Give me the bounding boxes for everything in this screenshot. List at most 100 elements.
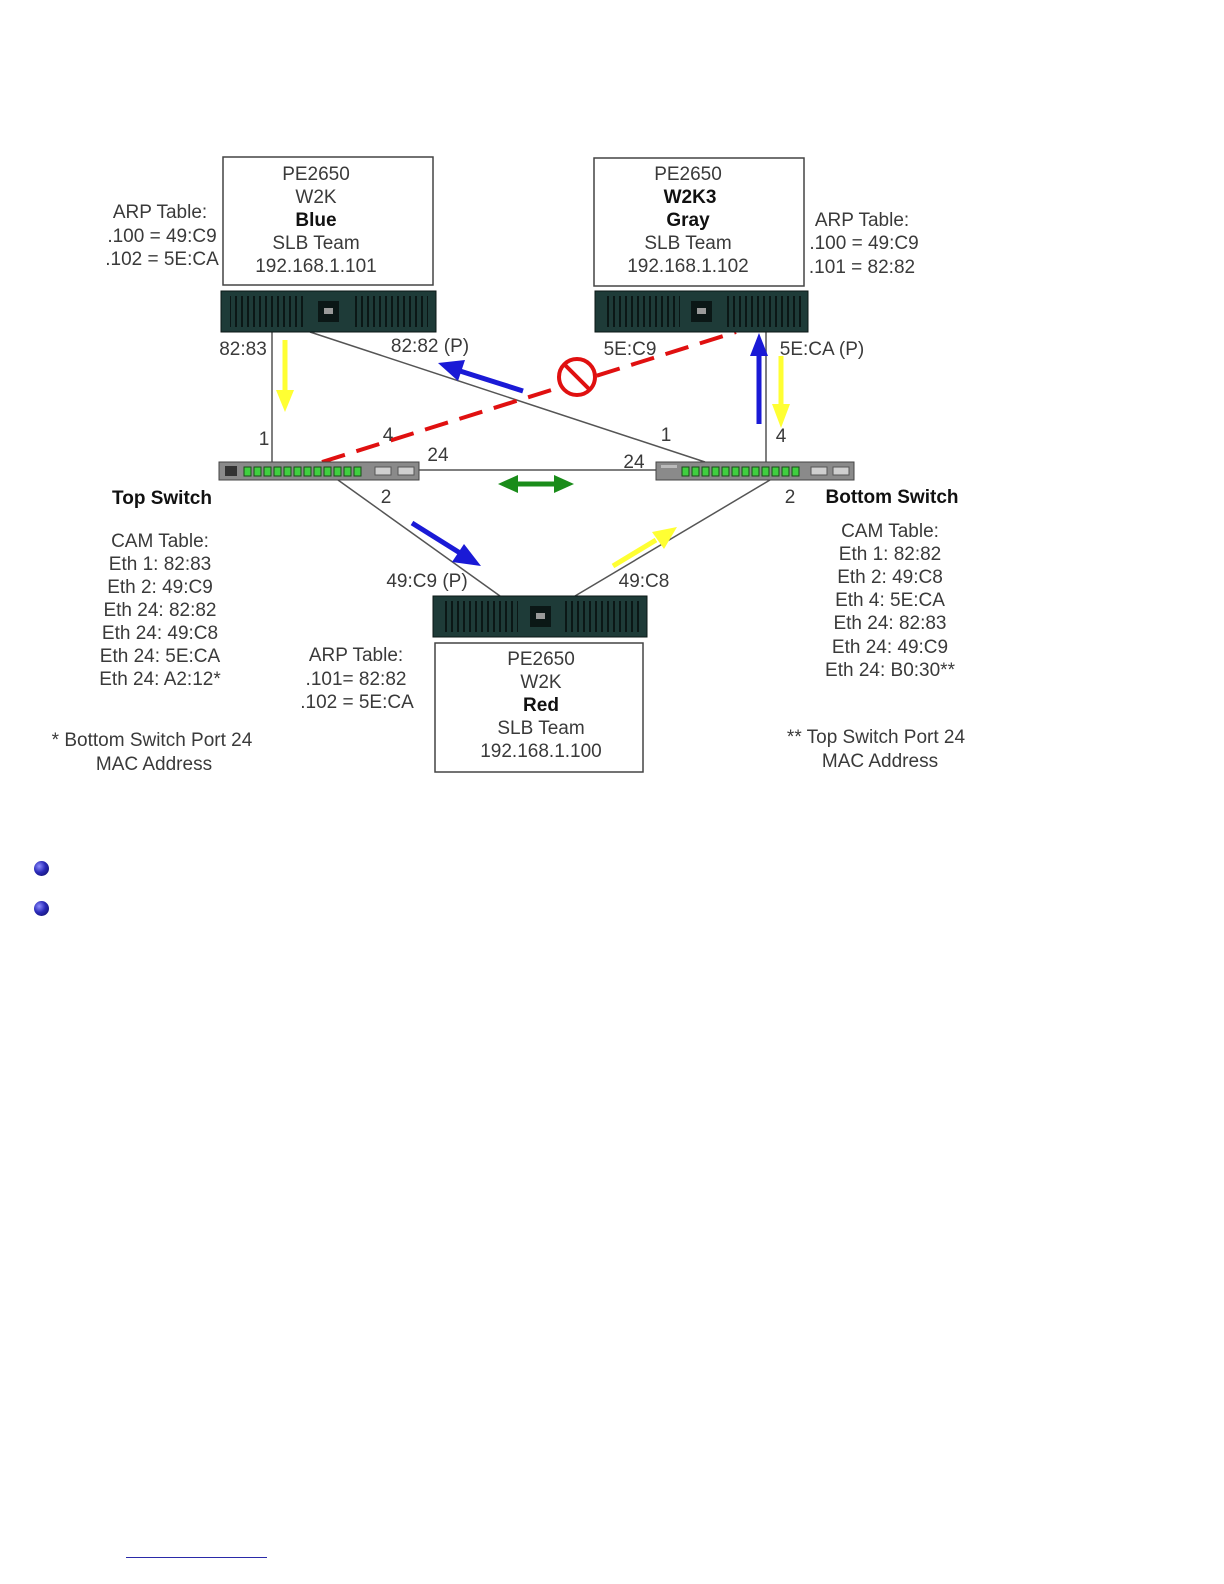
server-blue-arp-entry: .102 = 5E:CA: [105, 249, 219, 270]
green-double-arrow-icon: [498, 475, 574, 493]
switch-port-led: [721, 466, 730, 477]
server-red-arp-entry: .102 = 5E:CA: [300, 692, 414, 713]
server-red-name: Red: [523, 695, 559, 716]
server-gray: PE2650 W2K3 Gray SLB Team 192.168.1.102 …: [593, 157, 919, 360]
server-gray-arp-entry: .101 = 82:82: [809, 257, 915, 278]
server-blue-ip: 192.168.1.101: [255, 256, 377, 277]
server-red-arp-title: ARP Table:: [309, 645, 403, 666]
yellow-arrow-down-icon: [772, 356, 790, 428]
yellow-arrow-up-right-icon: [611, 527, 677, 569]
link-underline[interactable]: [126, 1557, 267, 1558]
bottom-cam-entry: Eth 24: 49:C9: [832, 637, 948, 658]
bottom-cam-title: CAM Table:: [841, 521, 939, 542]
top-switch: Top Switch 1 4 24 2 CAM Table: Eth 1: 82…: [52, 425, 449, 775]
link-bottom-red: [574, 479, 771, 597]
server-gray-os: W2K3: [664, 187, 717, 208]
bottom-cam-entry: Eth 24: B0:30**: [825, 660, 956, 681]
switch-port-led: [751, 466, 760, 477]
switch-port-led: [761, 466, 770, 477]
switch-port-led: [701, 466, 710, 477]
server-red-mac-right: 49:C8: [619, 571, 670, 592]
server-red-label-box: [434, 642, 644, 773]
bottom-switch-port-1: 1: [661, 425, 672, 446]
server-gray-mac-right: 5E:CA (P): [780, 339, 864, 360]
bottom-switch-icon: [655, 461, 855, 481]
traffic-arrows: [276, 333, 790, 569]
bottom-cam-entry: Eth 2: 49:C8: [837, 567, 943, 588]
server-blue-mac-left: 82:83: [219, 339, 267, 360]
bottom-footnote: MAC Address: [822, 751, 938, 772]
server-red-chassis-icon: [432, 595, 648, 638]
switch-port-led: [243, 466, 252, 477]
server-blue-model: PE2650: [282, 164, 350, 185]
bottom-switch-port-24: 24: [623, 452, 645, 473]
switch-port-led: [303, 466, 312, 477]
bottom-switch-port-4: 4: [776, 426, 787, 447]
server-red-team: SLB Team: [497, 718, 584, 739]
blue-arrow-left-icon: [438, 360, 524, 394]
top-footnote: MAC Address: [96, 754, 212, 775]
switch-port-led: [313, 466, 322, 477]
server-blue-mac-right: 82:82 (P): [391, 336, 469, 357]
link-blue-bottom: [309, 331, 706, 463]
switch-port-led: [791, 466, 800, 477]
switch-port-led: [263, 466, 272, 477]
blue-arrow-up-icon: [750, 333, 768, 424]
server-blue-arp-entry: .100 = 49:C9: [107, 226, 216, 247]
switch-port-led: [253, 466, 262, 477]
switch-port-led: [273, 466, 282, 477]
server-gray-arp-entry: .100 = 49:C9: [809, 233, 918, 254]
server-blue-label-box: [222, 156, 434, 286]
server-blue-team: SLB Team: [272, 233, 359, 254]
top-switch-port-24: 24: [427, 445, 449, 466]
bottom-switch-name: Bottom Switch: [826, 487, 959, 508]
switch-port-led: [293, 466, 302, 477]
list-bullet-icon: [34, 901, 49, 916]
server-blue-name: Blue: [295, 210, 336, 231]
server-gray-team: SLB Team: [644, 233, 731, 254]
switch-port-led: [781, 466, 790, 477]
server-gray-arp-title: ARP Table:: [815, 210, 909, 231]
blocked-link: [321, 330, 737, 464]
server-gray-name: Gray: [666, 210, 710, 231]
bottom-cam-entry: Eth 1: 82:82: [839, 544, 941, 565]
server-gray-ip: 192.168.1.102: [627, 256, 749, 277]
switch-port-led: [353, 466, 362, 477]
top-cam-entry: Eth 2: 49:C9: [107, 577, 213, 598]
switch-port-led: [691, 466, 700, 477]
top-footnote: * Bottom Switch Port 24: [52, 730, 253, 751]
server-red-ip: 192.168.1.100: [480, 741, 602, 762]
top-cam-entry: Eth 1: 82:83: [109, 554, 211, 575]
switch-port-led: [731, 466, 740, 477]
switch-port-led: [681, 466, 690, 477]
top-switch-port-2: 2: [381, 487, 392, 508]
blue-arrow-down-right-icon: [410, 520, 481, 566]
server-gray-mac-left: 5E:C9: [604, 339, 657, 360]
server-blue-os: W2K: [295, 187, 337, 208]
top-switch-port-4: 4: [383, 425, 394, 446]
top-cam-entry: Eth 24: 5E:CA: [100, 646, 221, 667]
bottom-switch-port-2: 2: [785, 487, 796, 508]
server-red-os: W2K: [520, 672, 562, 693]
no-entry-icon: [557, 357, 597, 397]
switch-port-led: [711, 466, 720, 477]
switch-port-led: [333, 466, 342, 477]
top-cam-entry: Eth 24: 49:C8: [102, 623, 218, 644]
top-cam-entry: Eth 24: A2:12*: [99, 669, 221, 690]
bottom-cam-entry: Eth 4: 5E:CA: [835, 590, 945, 611]
switch-port-led: [741, 466, 750, 477]
top-switch-icon: [218, 461, 420, 481]
switch-port-led: [323, 466, 332, 477]
bottom-switch: Bottom Switch 1 4 24 2 CAM Table: Eth 1:…: [623, 425, 965, 772]
server-blue-chassis-icon: [220, 290, 437, 333]
switch-port-led: [771, 466, 780, 477]
switch-port-led: [283, 466, 292, 477]
server-blue-arp-title: ARP Table:: [113, 202, 207, 223]
top-cam-entry: Eth 24: 82:82: [103, 600, 216, 621]
list-bullet-icon: [34, 861, 49, 876]
server-gray-label-box: [593, 157, 805, 287]
bottom-footnote: ** Top Switch Port 24: [787, 727, 966, 748]
server-gray-chassis-icon: [594, 290, 809, 333]
link-top-red: [337, 479, 501, 597]
